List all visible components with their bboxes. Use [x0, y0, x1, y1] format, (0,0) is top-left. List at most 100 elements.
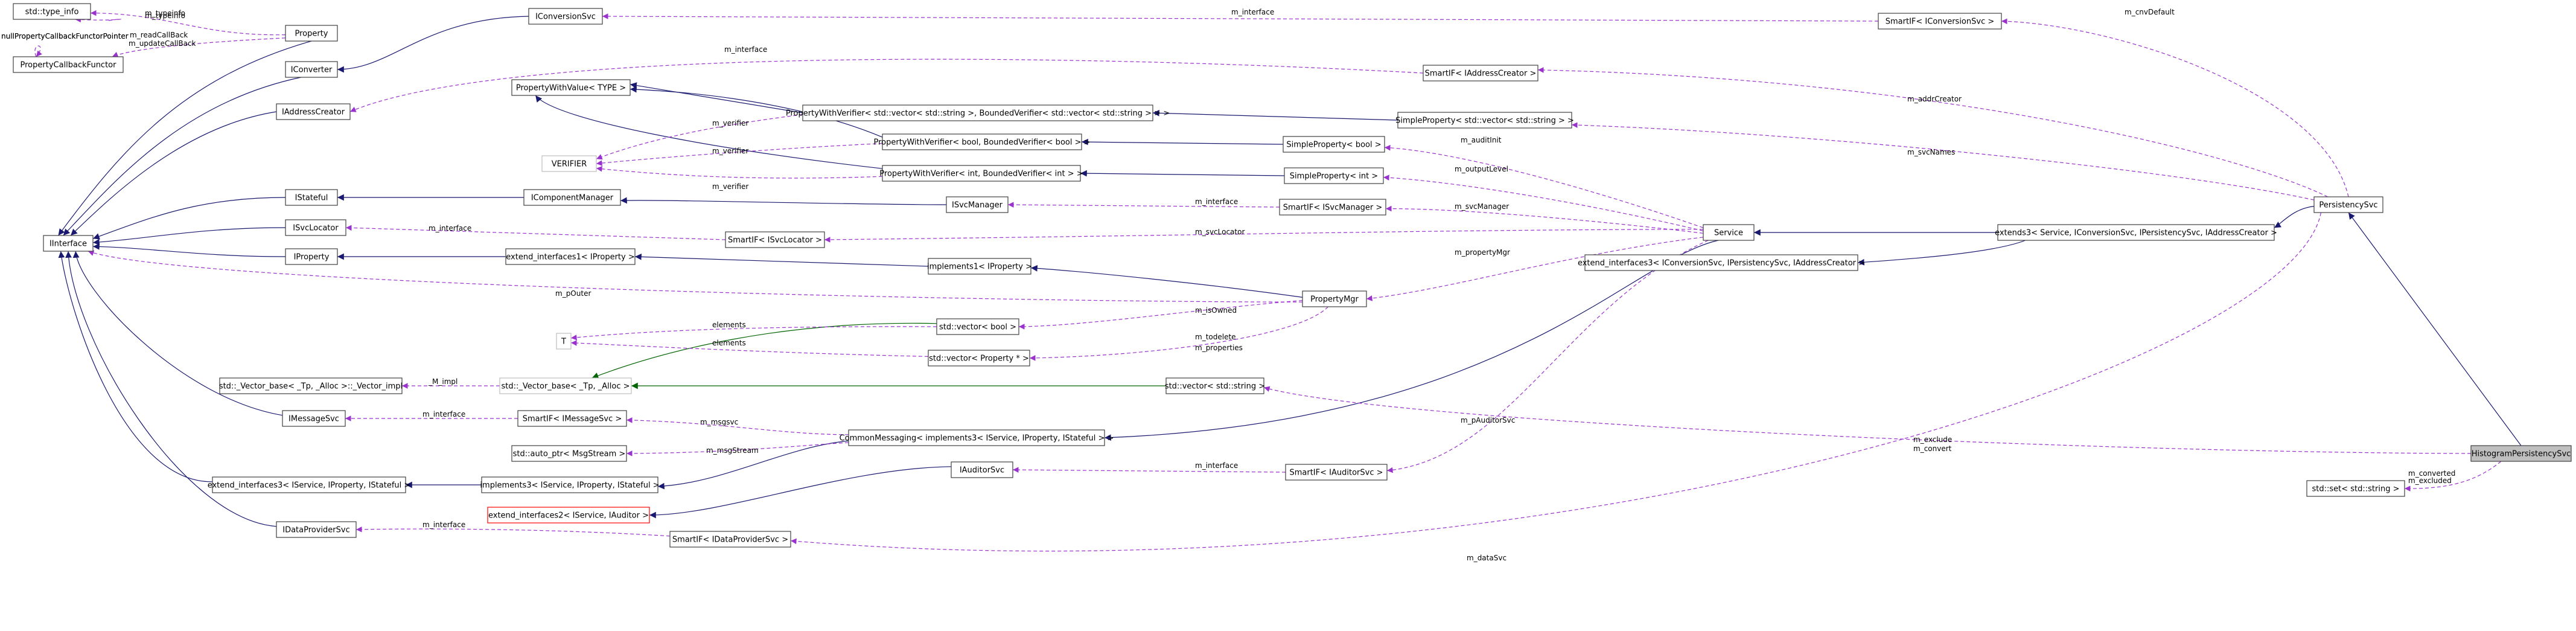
class-node-isvclocator[interactable]: ISvcLocator: [285, 219, 346, 236]
class-node-sp-isvclocator[interactable]: SmartIF< ISvcLocator >: [725, 231, 825, 248]
class-node-iconverter[interactable]: IConverter: [285, 61, 338, 78]
class-node-label: Service: [1714, 229, 1743, 238]
edge-label-m-verifier: m_verifier: [712, 119, 748, 127]
class-node-label: SimpleProperty< std::vector< std::string…: [1395, 117, 1574, 126]
inheritance-edge: [1857, 240, 2026, 266]
class-node-istateful[interactable]: IStateful: [285, 189, 338, 206]
class-node-label: SmartIF< ISvcLocator >: [728, 236, 822, 245]
edge-label-m-svcmanager: m_svcManager: [1455, 202, 1509, 211]
class-node-impl1-iproperty[interactable]: implements1< IProperty >: [927, 258, 1032, 275]
class-node-propcbfunctor[interactable]: PropertyCallbackFunctor: [13, 56, 124, 73]
class-node-vecbase-impl[interactable]: std::_Vector_base< _Tp, _Alloc >::_Vecto…: [219, 377, 403, 394]
class-node-sp-iaddresscreator[interactable]: SmartIF< IAddressCreator >: [1423, 65, 1538, 82]
class-node-label: std::vector< std::string >: [1165, 382, 1265, 391]
inheritance-edge: [2348, 212, 2522, 446]
class-node-iaddresscreator[interactable]: IAddressCreator: [276, 103, 351, 120]
edge-label-m-isowned: m_isOwned: [1195, 306, 1237, 315]
class-node-box: [511, 445, 627, 462]
class-node-simpleprop-vec[interactable]: SimpleProperty< std::vector< std::string…: [1395, 112, 1574, 129]
class-node-label: CommonMessaging< implements3< IService, …: [840, 434, 1114, 443]
class-node-vecbase[interactable]: std::_Vector_base< _Tp, _Alloc >: [499, 377, 632, 394]
class-node-histopersistencysvc[interactable]: HistogramPersistencySvc: [2470, 445, 2572, 462]
class-node-verifier[interactable]: VERIFIER: [541, 155, 597, 172]
class-node-imessagesvc[interactable]: IMessageSvc: [282, 410, 346, 427]
class-node-ext3-ext-iconv[interactable]: extend_interfaces3< IConversionSvc, IPer…: [1578, 254, 1865, 271]
class-node-simpleprop-int[interactable]: SimpleProperty< int >: [1284, 167, 1384, 184]
class-node-label: std::type_info: [25, 8, 79, 17]
edge-label-elements: elements: [712, 321, 746, 329]
class-node-idataprovidersvc[interactable]: IDataProviderSvc: [276, 521, 357, 538]
class-node-box: [285, 25, 338, 42]
edge-label-m-addrcreator: m_addrCreator: [1907, 95, 1962, 103]
inheritance-edge: [92, 243, 286, 257]
class-node-pwvf-vec[interactable]: PropertyWithVerifier< std::vector< std::…: [786, 104, 1170, 121]
class-node-set-string[interactable]: std::set< std::string >: [2306, 480, 2405, 497]
class-node-interface[interactable]: IInterface: [43, 235, 94, 252]
usage-edge: [596, 143, 883, 166]
class-node-sp-iauditorsvc[interactable]: SmartIF< IAuditorSvc >: [1285, 464, 1388, 481]
inheritance-edge: [2274, 206, 2315, 228]
class-node-isvcmanager[interactable]: ISvcManager: [946, 196, 1009, 213]
class-node-vec-propptr[interactable]: std::vector< Property * >: [928, 350, 1030, 367]
usage-edge: [1018, 300, 1303, 330]
edges-layer: [34, 10, 2522, 552]
class-node-property[interactable]: Property: [285, 25, 338, 42]
class-node-iproperty[interactable]: IProperty: [285, 248, 338, 265]
class-node-sp-idataprovidersvc[interactable]: SmartIF< IDataProviderSvc >: [669, 531, 791, 548]
class-node-t[interactable]: T: [556, 333, 572, 350]
usage-edge: [596, 165, 883, 179]
edge-label-m-properties: m_properties: [1195, 344, 1243, 352]
class-node-box: [285, 219, 346, 236]
class-node-commonmessaging[interactable]: CommonMessaging< implements3< IService, …: [840, 429, 1114, 446]
class-node-impl3-svc[interactable]: implements3< IService, IProperty, IState…: [480, 476, 660, 493]
edge-label-m-auditinit: m_auditInit: [1461, 136, 1502, 144]
class-node-ext2-auditor[interactable]: extend_interfaces2< IService, IAuditor >: [487, 507, 650, 524]
usage-edge: [626, 417, 849, 435]
class-node-ext1-iproperty[interactable]: extend_interfaces1< IProperty >: [505, 248, 636, 265]
class-node-label: ISvcLocator: [293, 224, 339, 233]
usage-edge: [596, 114, 803, 160]
edge-label-m-convert: m_convert: [1913, 444, 1952, 453]
inheritance-edge: [337, 16, 529, 73]
class-node-vec-bool[interactable]: std::vector< bool >: [936, 318, 1019, 335]
class-node-label: std::auto_ptr< MsgStream >: [513, 450, 626, 459]
inheritance-edge: [58, 40, 312, 236]
class-node-pwv-type[interactable]: PropertyWithValue< TYPE >: [511, 79, 631, 96]
usage-edge: [345, 225, 726, 240]
class-node-box: [276, 103, 351, 120]
class-node-service[interactable]: Service: [1703, 224, 1755, 241]
edge-label-m-interface: m_interface: [1231, 8, 1274, 16]
class-node-propertymgr[interactable]: PropertyMgr: [1302, 290, 1367, 307]
class-node-iconversionsvc[interactable]: IConversionSvc: [528, 8, 603, 25]
class-node-autoptr-msgstream[interactable]: std::auto_ptr< MsgStream >: [511, 445, 627, 462]
class-node-label: PropertyWithValue< TYPE >: [516, 84, 626, 93]
class-node-sp-imessagesvc[interactable]: SmartIF< IMessageSvc >: [517, 410, 627, 427]
class-node-pwvf-bool[interactable]: PropertyWithVerifier< bool, BoundedVerif…: [873, 133, 1091, 150]
usage-edge: [1537, 67, 2329, 197]
class-node-persistencysvc[interactable]: PersistencySvc: [2313, 196, 2383, 213]
edge-labels-layer: m_typeinfom_typeinfom_readCallBackm_upda…: [1, 8, 2455, 562]
usage-edge: [602, 13, 1879, 22]
class-node-sp-isvcmanager[interactable]: SmartIF< ISvcManager >: [1279, 199, 1386, 216]
class-node-label: IProperty: [294, 253, 330, 262]
class-node-typeinfo[interactable]: std::type_info: [13, 3, 91, 20]
edge-label-m-excluded: m_excluded: [2408, 476, 2452, 485]
usage-edge: [1007, 202, 1280, 208]
class-node-box: [951, 461, 1013, 478]
class-node-pwvf-int[interactable]: PropertyWithVerifier< int, BoundedVerifi…: [879, 165, 1083, 182]
class-node-iauditorsvc[interactable]: IAuditorSvc: [951, 461, 1013, 478]
class-node-box: [285, 189, 338, 206]
edge-label-m-converted: m_converted: [2408, 469, 2455, 478]
class-node-sp-iconversionsvc[interactable]: SmartIF< IConversionSvc >: [1878, 13, 2002, 30]
inheritance-edge: [620, 197, 947, 205]
class-node-box: [499, 377, 632, 394]
class-node-extends3[interactable]: extends3< Service, IConversionSvc, IPers…: [1995, 224, 2277, 241]
class-node-vec-string[interactable]: std::vector< std::string >: [1165, 377, 1265, 394]
class-node-simpleprop-bool[interactable]: SimpleProperty< bool >: [1283, 136, 1385, 153]
class-node-label: SmartIF< ISvcManager >: [1283, 203, 1383, 213]
class-node-icomponentmanager[interactable]: IComponentManager: [523, 189, 621, 206]
class-node-label: IStateful: [295, 194, 328, 203]
class-node-label: VERIFIER: [552, 160, 587, 169]
class-node-ext3-svc[interactable]: extend_interfaces3< IService, IProperty,…: [208, 476, 411, 493]
class-node-box: [276, 521, 357, 538]
